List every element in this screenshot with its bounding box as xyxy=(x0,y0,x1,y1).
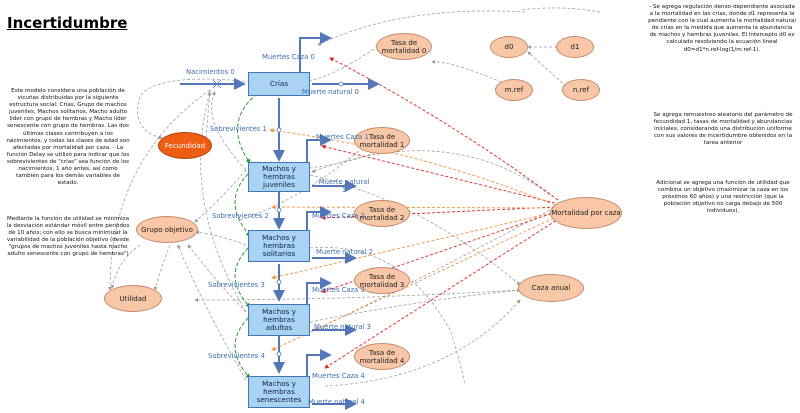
page-title: Incertidumbre xyxy=(7,14,128,32)
aux-tasa-mortalidad-1[interactable]: Tasa de mortalidad 1 xyxy=(354,127,410,154)
aux-fecundidad[interactable]: Fecundidad xyxy=(158,132,212,159)
aux-grupo-objetivo[interactable]: Grupo objetivo xyxy=(136,216,198,243)
utility-description-note: Mediante la función de utilidad se minim… xyxy=(6,216,130,258)
flow-muertes-caza-1-label: Muertes Caza 1 xyxy=(316,133,369,141)
aux-d0[interactable]: d0 xyxy=(490,36,528,58)
stock-machos-hembras-senescentes[interactable]: Machos y hembras senescentes xyxy=(248,376,310,408)
flow-muerte-natural-3-label: Muerte natural 3 xyxy=(314,323,371,331)
aux-tasa-mortalidad-4[interactable]: Tasa de mortalidad 4 xyxy=(354,343,410,370)
flow-muertes-caza-4-label: Muertes Caza 4 xyxy=(312,372,365,380)
orange-links xyxy=(269,128,559,351)
transition-sobrevivientes-1-label: Sobrevivientes 1 xyxy=(210,125,267,133)
transition-sobrevivientes-3-label: Sobrevivientes 3 xyxy=(208,281,265,289)
flow-valves xyxy=(212,79,344,357)
stock-machos-hembras-juveniles[interactable]: Machos y hembras juveniles xyxy=(248,162,310,192)
delay-links xyxy=(234,89,263,379)
aux-mortalidad-por-caza[interactable]: Mortalidad por caza xyxy=(550,197,622,229)
density-dependence-note: - Se agrega regulación denso-dependiente… xyxy=(648,4,796,53)
aux-d1[interactable]: d1 xyxy=(556,36,594,58)
flow-muerte-natural-1-label: Muerte natural 1 xyxy=(318,178,370,194)
aux-tasa-mortalidad-0[interactable]: Tasa de mortalidad 0 xyxy=(376,33,432,60)
transition-sobrevivientes-4-label: Sobrevivientes 4 xyxy=(208,352,265,360)
aux-tasa-mortalidad-2[interactable]: Tasa de mortalidad 2 xyxy=(354,200,410,227)
flow-muertes-caza-3-label: Muertes Caza 3 xyxy=(312,286,365,294)
aux-m-ref[interactable]: m.ref xyxy=(495,79,533,101)
flow-muerte-natural-4-label: Muerte natural 4 xyxy=(308,398,365,406)
flow-muerte-natural-0-label: Muerte natural 0 xyxy=(302,88,359,96)
aux-n-ref[interactable]: n.ref xyxy=(562,79,600,101)
resampling-note: Se agrega remuestreo aleatorio del parám… xyxy=(653,112,793,147)
stock-machos-hembras-solitarios[interactable]: Machos y hembras solitarios xyxy=(248,230,310,262)
utility-function-note: Adicional se agrega una función de utili… xyxy=(656,180,790,215)
transition-sobrevivientes-2-label: Sobrevivientes 2 xyxy=(212,212,269,220)
flow-muerte-natural-2-label: Muerte natural 2 xyxy=(316,248,373,256)
aux-utilidad[interactable]: Utilidad xyxy=(104,285,162,312)
stock-crias[interactable]: Crías xyxy=(248,72,310,96)
flow-muertes-caza-0-label: Muertes Caza 0 xyxy=(262,53,315,61)
flow-muertes-caza-2-label: Muertes Caza 2 xyxy=(312,212,365,220)
aux-tasa-mortalidad-3[interactable]: Tasa de mortalidad 3 xyxy=(354,267,410,294)
stock-machos-hembras-adultos[interactable]: Machos y hembras adultos xyxy=(248,304,310,336)
aux-caza-anual[interactable]: Caza anual xyxy=(518,274,584,302)
flow-nacimientos-label: Nacimientos 0 xyxy=(186,68,235,76)
model-description-note: Este modelo considera una población de v… xyxy=(6,88,130,187)
